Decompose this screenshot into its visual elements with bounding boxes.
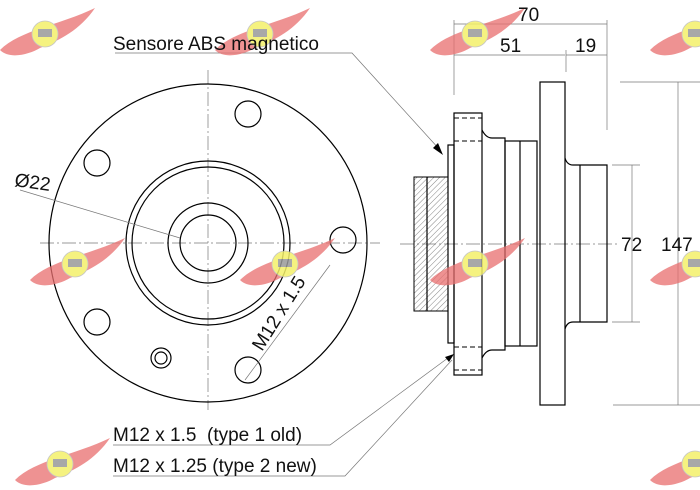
bolt-hole — [329, 226, 357, 254]
abs-leader — [115, 52, 441, 151]
hub-step-circle — [131, 166, 285, 320]
watermarks — [0, 7, 700, 486]
thread-type2-label: M12 x 1.25 (type 2 new) — [113, 456, 317, 477]
dim-51-label: 51 — [500, 36, 521, 57]
thread-leader — [244, 264, 331, 381]
hub-inner-circle — [167, 202, 249, 284]
type1-leader — [113, 354, 453, 446]
threaded-hole — [150, 347, 172, 369]
bore-diameter-label: Ø22 — [13, 170, 51, 196]
threaded-hole-inner — [154, 351, 168, 365]
diameter-leader — [19, 189, 181, 239]
dim-147-label: 147 — [661, 235, 693, 256]
front-view — [19, 70, 380, 410]
hatched-section — [413, 176, 449, 312]
bolt-hole — [234, 100, 262, 128]
abs-sensor-label: Sensore ABS magnetico — [113, 34, 319, 55]
hub-outer-circle — [125, 160, 291, 326]
bolt-hole — [83, 149, 111, 177]
side-view — [400, 20, 700, 406]
bore-circle — [179, 214, 237, 272]
mounting-flange — [453, 112, 483, 376]
dim-72-label: 72 — [621, 235, 642, 256]
dim-70-label: 70 — [518, 5, 539, 26]
spigot — [564, 157, 608, 330]
leaders — [113, 52, 454, 477]
flange-outline — [48, 83, 368, 403]
abs-arrowhead — [433, 143, 443, 155]
bolt-hole — [83, 308, 111, 336]
wheel-flange — [539, 81, 566, 406]
type2-leader — [113, 359, 453, 477]
dim-19-label: 19 — [575, 36, 596, 57]
thread-type1-label: M12 x 1.5 (type 1 old) — [113, 425, 302, 446]
bolt-hole — [234, 356, 262, 384]
